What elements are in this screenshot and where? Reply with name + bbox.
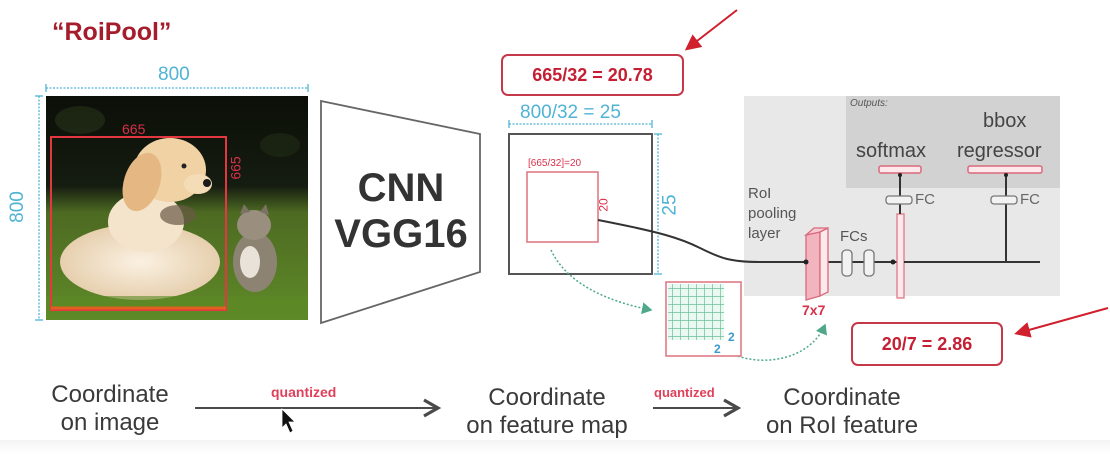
input-image [46,96,308,320]
fc-layer-1 [841,249,853,277]
top-callout-box: 665/32 = 20.78 [501,54,684,96]
bbox-output-bar [967,165,1043,174]
cnn-trapezoid [320,99,481,325]
pooling-grid [668,284,724,340]
quantized-label-1: quantized [271,384,337,400]
roi-pooling-layer-label: RoI pooling layer [748,184,796,244]
roi-pooling-block [803,226,829,301]
roi-to-pooling-connector [597,219,1040,263]
mouse-cursor-icon [281,408,296,434]
image-roi-box [50,136,227,311]
vgg16-label: VGG16 [334,212,468,256]
bottom-callout-arrow [1014,307,1109,338]
cnn-label: CNN [357,166,445,210]
dog-shape [60,224,220,300]
flow-step-line: Coordinate [51,381,169,408]
feature-to-grid-arrow [550,249,653,315]
quantized-label-2: quantized [654,385,715,400]
pool-size-label: 7x7 [802,302,826,318]
softmax-fc [885,195,913,205]
roi-pooling-label-line: layer [748,225,781,242]
feature-height-label: 25 [659,194,681,216]
feature-roi-side-label: 20 [596,198,611,212]
flow-step-feature-map: Coordinate on feature map [447,384,647,440]
feature-vector-bar [896,213,905,299]
top-callout-text: 665/32 = 20.78 [532,64,653,85]
feature-roi-top-label: [665/32]=20 [528,158,582,169]
bottom-shade [0,440,1110,454]
regressor-label: regressor [957,140,1042,162]
bottom-callout-text: 20/7 = 2.86 [881,333,973,354]
junction-dot [898,173,902,177]
softmax-output-bar [878,165,922,174]
bbox-fc-label: FC [1020,191,1040,208]
junction-dot [890,259,896,265]
roi-width-label: 665 [122,121,146,137]
flow-step-line: on feature map [466,412,628,439]
roi-height-label: 665 [227,156,244,180]
flow-step-line: Coordinate [488,384,606,411]
junction-dot [1004,173,1008,177]
grid-remainder-h-label: 2 [728,330,735,344]
softmax-label: softmax [856,140,927,162]
top-callout-arrow [684,9,738,51]
flow-step-line: on RoI feature [765,412,919,439]
image-width-label: 800 [158,64,190,85]
flow-step-roi-feature: Coordinate on RoI feature [742,384,942,440]
roi-pooling-label-line: RoI [748,185,772,202]
softmax-fc-label: FC [915,191,935,208]
grid-remainder-v-label: 2 [714,342,721,356]
feature-roi-box [526,171,599,243]
fcs-label: FCs [840,228,868,245]
bbox-fc [990,195,1018,205]
outputs-label: Outputs: [850,98,888,109]
fc-layer-2 [863,249,875,277]
flow-step-line: Coordinate [783,384,901,411]
image-height-label: 800 [6,191,28,223]
flow-step-image: Coordinate on image [30,381,190,437]
feature-width-label: 800/32 = 25 [520,102,621,123]
flow-step-line: on image [60,409,160,436]
bottom-callout-box: 20/7 = 2.86 [851,322,1003,366]
roi-pooling-label-line: pooling [748,205,797,222]
bbox-label: bbox [983,110,1027,132]
page-title: “RoiPool” [52,18,172,46]
